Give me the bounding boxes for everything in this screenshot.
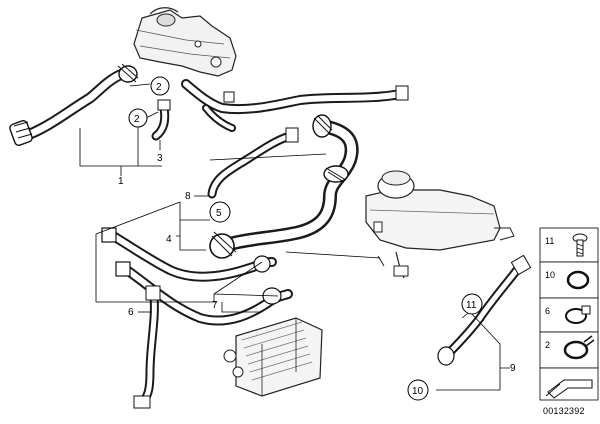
callout-8: 8 xyxy=(185,191,191,202)
callout-1: 1 xyxy=(118,176,124,187)
callout-circle-2a xyxy=(150,76,170,96)
callouts: 1 2 2 3 4 5 8 6 7 11 10 9 xyxy=(118,76,516,401)
callout-2a: 2 xyxy=(156,82,162,93)
o-ring-icon xyxy=(566,270,590,290)
screw-icon xyxy=(572,233,588,257)
callout-circle-2b xyxy=(128,108,148,128)
callout-4: 4 xyxy=(166,234,172,245)
callout-3: 3 xyxy=(157,153,163,164)
legend-num-2: 2 xyxy=(545,340,550,350)
diagram-reference-number: 00132392 xyxy=(543,406,585,416)
legend-num-6: 6 xyxy=(545,306,550,316)
legend-row-11 xyxy=(539,227,599,263)
parts-legend: 11 10 6 2 xyxy=(539,227,599,401)
hose-8-part xyxy=(207,127,299,199)
coolant-pipe-upper xyxy=(181,79,409,132)
hose-9-part xyxy=(437,254,532,366)
callout-circle-5 xyxy=(209,201,231,223)
callout-5: 5 xyxy=(216,208,222,219)
expansion-tank-part xyxy=(365,170,515,279)
egr-cooler-part xyxy=(133,7,237,77)
callout-2b: 2 xyxy=(134,114,140,125)
legend-row-6 xyxy=(539,297,599,333)
hose-1-part xyxy=(9,63,139,146)
leader-lines xyxy=(79,83,510,391)
hose-3-part xyxy=(151,99,171,141)
legend-num-11: 11 xyxy=(545,236,554,246)
hose-6-part xyxy=(133,285,161,409)
gasket-strip-icon xyxy=(545,379,593,399)
callout-circle-10 xyxy=(407,379,429,401)
callout-7: 7 xyxy=(212,300,218,311)
legend-num-10: 10 xyxy=(545,270,555,280)
callout-circle-11 xyxy=(461,293,483,315)
callout-9: 9 xyxy=(510,363,516,374)
callout-11: 11 xyxy=(466,300,477,311)
oil-cooler-part xyxy=(223,317,323,397)
callout-6: 6 xyxy=(128,307,134,318)
hose-4-part xyxy=(209,114,359,259)
spring-clamp-icon xyxy=(563,335,595,360)
hose-clamp-icon xyxy=(565,305,591,324)
callout-10: 10 xyxy=(412,386,424,397)
